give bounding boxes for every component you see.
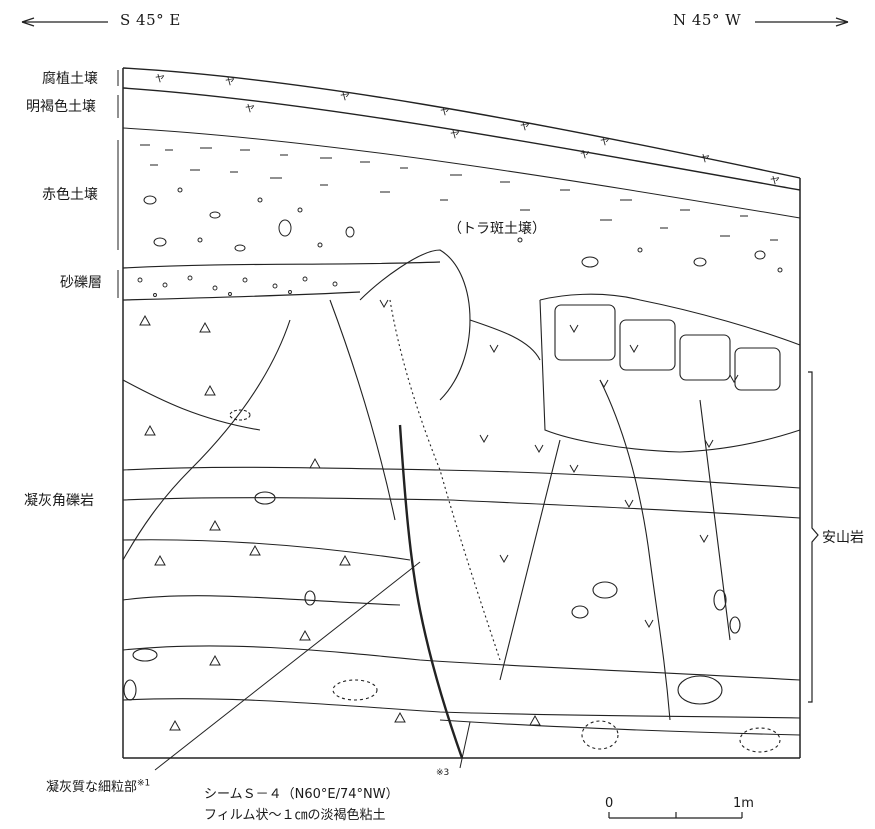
red-soil-texture bbox=[140, 144, 783, 273]
direction-arrows bbox=[21, 17, 849, 27]
svg-text:ヤ: ヤ bbox=[700, 154, 710, 165]
label-mottled-soil: （トラ斑土壌） bbox=[448, 221, 546, 237]
breccia-symbols bbox=[139, 314, 541, 731]
label-red-soil: 赤色土壌 bbox=[42, 187, 98, 203]
seam-s4 bbox=[398, 424, 464, 759]
leader-lines bbox=[154, 561, 471, 771]
annotation-seam-text: シームＳ－４（N60°E/74°NW） bbox=[204, 787, 399, 802]
soil-symbols: ヤ ヤ ヤ ヤ ヤ ヤ ヤ ヤ ヤ ヤ ヤ bbox=[155, 74, 780, 187]
direction-right: N 45° W bbox=[673, 11, 742, 29]
svg-text:ヤ: ヤ bbox=[155, 74, 165, 85]
direction-left: S 45° E bbox=[120, 11, 181, 29]
footnote-mark-1: ※1 bbox=[137, 778, 151, 789]
svg-text:ヤ: ヤ bbox=[600, 137, 610, 148]
annotation-fine-grain: 凝灰質な細粒部※1 bbox=[46, 776, 150, 795]
andesite-symbols bbox=[379, 299, 739, 629]
label-andesite: 安山岩 bbox=[822, 530, 864, 546]
svg-text:ヤ: ヤ bbox=[450, 130, 460, 141]
label-gravel-layer: 砂礫層 bbox=[60, 275, 102, 291]
annotation-seam-line1: シームＳ－４（N60°E/74°NW） bbox=[204, 783, 399, 802]
annotation-fine-grain-text: 凝灰質な細粒部 bbox=[46, 780, 138, 795]
scale-label-one: 1m bbox=[733, 796, 754, 811]
rock-fractures bbox=[122, 249, 801, 759]
label-humus-soil: 腐植土壌 bbox=[42, 71, 98, 87]
andesite-brace bbox=[808, 371, 819, 703]
svg-text:ヤ: ヤ bbox=[580, 150, 590, 161]
svg-text:ヤ: ヤ bbox=[520, 122, 530, 133]
scale-bar bbox=[608, 812, 743, 819]
svg-text:ヤ: ヤ bbox=[340, 92, 350, 103]
footnote-mark-3: ※3 bbox=[436, 768, 450, 778]
label-tuff-breccia: 凝灰角礫岩 bbox=[24, 493, 94, 509]
gravel-texture bbox=[137, 275, 338, 297]
scale-label-zero: 0 bbox=[605, 796, 614, 811]
soil-boundaries bbox=[122, 67, 801, 301]
svg-text:ヤ: ヤ bbox=[440, 107, 450, 118]
annotation-seam-line2: フィルム状～１㎝の淡褐色粘土 bbox=[204, 808, 386, 823]
label-light-brown-soil: 明褐色土壌 bbox=[26, 99, 96, 115]
svg-text:ヤ: ヤ bbox=[225, 77, 235, 88]
svg-text:ヤ: ヤ bbox=[245, 104, 255, 115]
svg-text:ヤ: ヤ bbox=[770, 176, 780, 187]
